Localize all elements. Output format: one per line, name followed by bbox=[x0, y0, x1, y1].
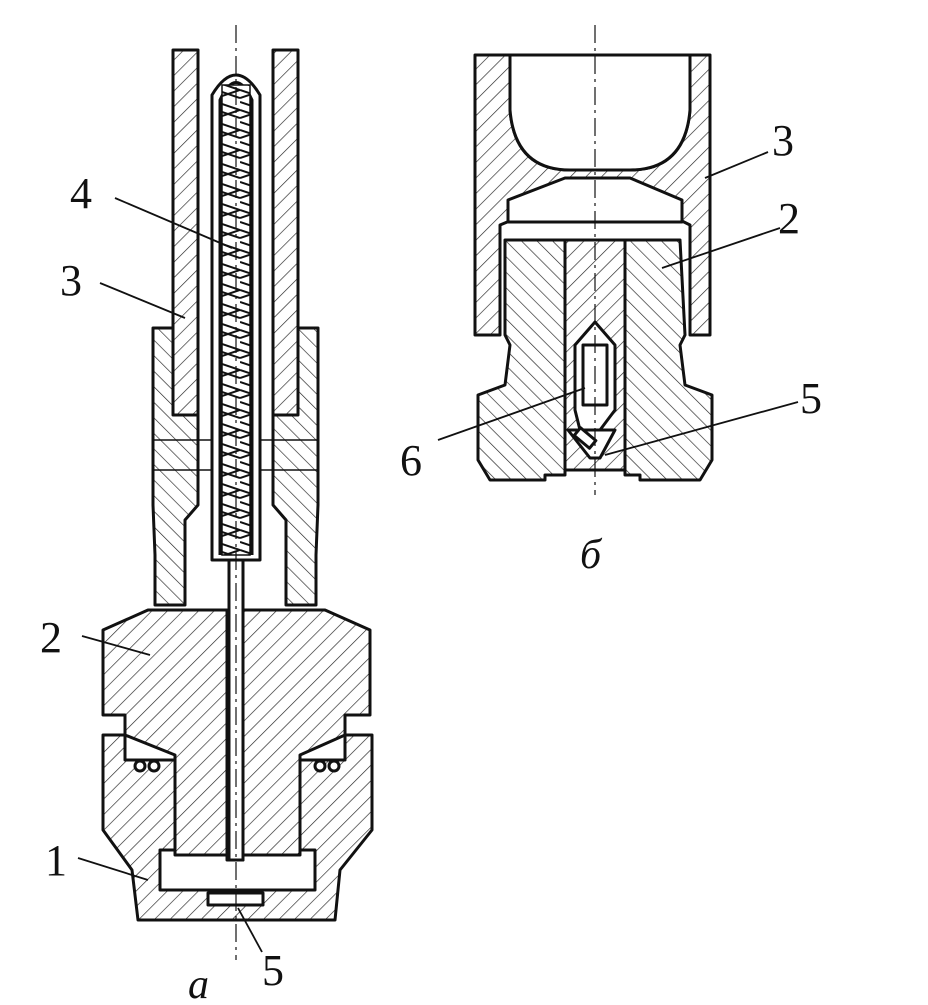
figure-a: 4 3 2 1 5 а bbox=[40, 25, 374, 1005]
label-2-b: 2 bbox=[778, 194, 800, 243]
coupling-sleeve-right bbox=[271, 326, 320, 607]
caption-b: б bbox=[580, 532, 603, 578]
figure-b: 3 2 5 6 б bbox=[400, 25, 822, 578]
cup bbox=[508, 53, 692, 172]
body-2-b-right bbox=[623, 238, 714, 482]
caption-a: а bbox=[188, 962, 209, 1005]
label-6: 6 bbox=[400, 436, 422, 485]
ball-a bbox=[133, 759, 147, 773]
label-2-a: 2 bbox=[40, 613, 62, 662]
housing-1 bbox=[101, 733, 374, 922]
body-2 bbox=[101, 608, 372, 862]
label-5-a: 5 bbox=[262, 946, 284, 995]
coupling-sleeve-left bbox=[151, 326, 200, 607]
label-5-b: 5 bbox=[800, 374, 822, 423]
label-3-b: 3 bbox=[772, 116, 794, 165]
label-4: 4 bbox=[70, 169, 92, 218]
label-3-a: 3 bbox=[60, 256, 82, 305]
sheath-4-inner bbox=[218, 81, 254, 555]
label-1: 1 bbox=[45, 836, 67, 885]
valve-disk bbox=[506, 176, 684, 224]
tube-3-right-wall bbox=[271, 48, 300, 417]
